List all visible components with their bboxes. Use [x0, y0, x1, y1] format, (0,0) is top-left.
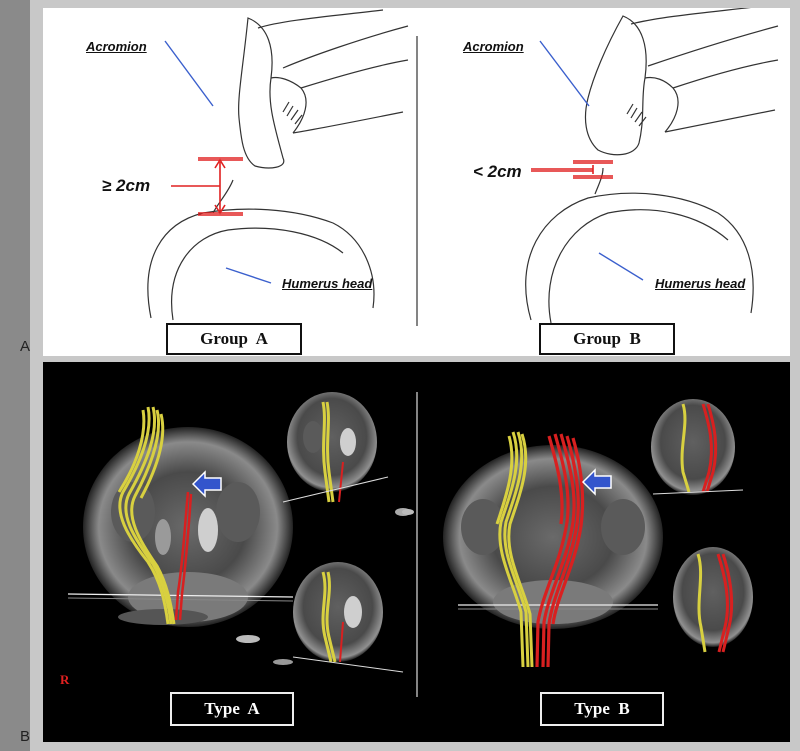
type-a-arrow [191, 470, 222, 498]
shoulder-illustrations [147, 8, 779, 326]
type-a-inset-bottom [273, 562, 404, 673]
group-a-acromion-outline [238, 17, 285, 169]
group-b-measure-label: < 2cm [473, 162, 522, 181]
group-a-acromion-label: Acromion [86, 39, 147, 54]
group-b-measurement [531, 160, 613, 179]
group-a-humerus-pointer [225, 267, 272, 284]
panel-a-letter: A [20, 338, 31, 355]
type-a-inset-top [282, 392, 414, 515]
group-b-shoulder-drawing [525, 8, 779, 324]
tractography-images [67, 392, 753, 697]
group-b-humerus-pointer [598, 252, 644, 281]
group-a-humerus-label: Humerus head [282, 276, 373, 291]
group-a-box: Group A [166, 323, 302, 355]
group-b-humerus-outline [525, 192, 754, 321]
type-a-yellow-tract [117, 406, 176, 625]
group-a-measure-label: ≥ 2cm [102, 176, 151, 195]
group-a-measurement [171, 157, 243, 216]
group-b-humerus-label: Humerus head [655, 276, 746, 291]
panel-b-letter: B [20, 728, 31, 745]
type-b-inset-bottom [673, 547, 753, 653]
group-b-box: Group B [539, 323, 675, 355]
group-b-acromion-outline [584, 15, 647, 156]
type-a-box: Type A [170, 692, 294, 726]
group-a-shoulder-drawing [147, 9, 409, 321]
panel-a: Acromion Humerus head ≥ 2cm Group A Acro… [43, 8, 790, 356]
panel-b: R Type A Type B [43, 362, 790, 742]
group-a-acromion-pointer [164, 40, 214, 107]
type-a-red-tract [174, 491, 193, 621]
right-side-marker: R [60, 672, 70, 687]
group-b-acromion-label: Acromion [463, 39, 524, 54]
type-b-arrow [581, 468, 612, 496]
type-b-yellow-tract [495, 431, 534, 668]
group-b-acromion-pointer [539, 40, 590, 107]
group-a-humerus-outline [147, 208, 375, 319]
type-b-red-tract [535, 433, 585, 668]
type-b-box: Type B [540, 692, 664, 726]
type-b-inset-top [651, 399, 744, 495]
